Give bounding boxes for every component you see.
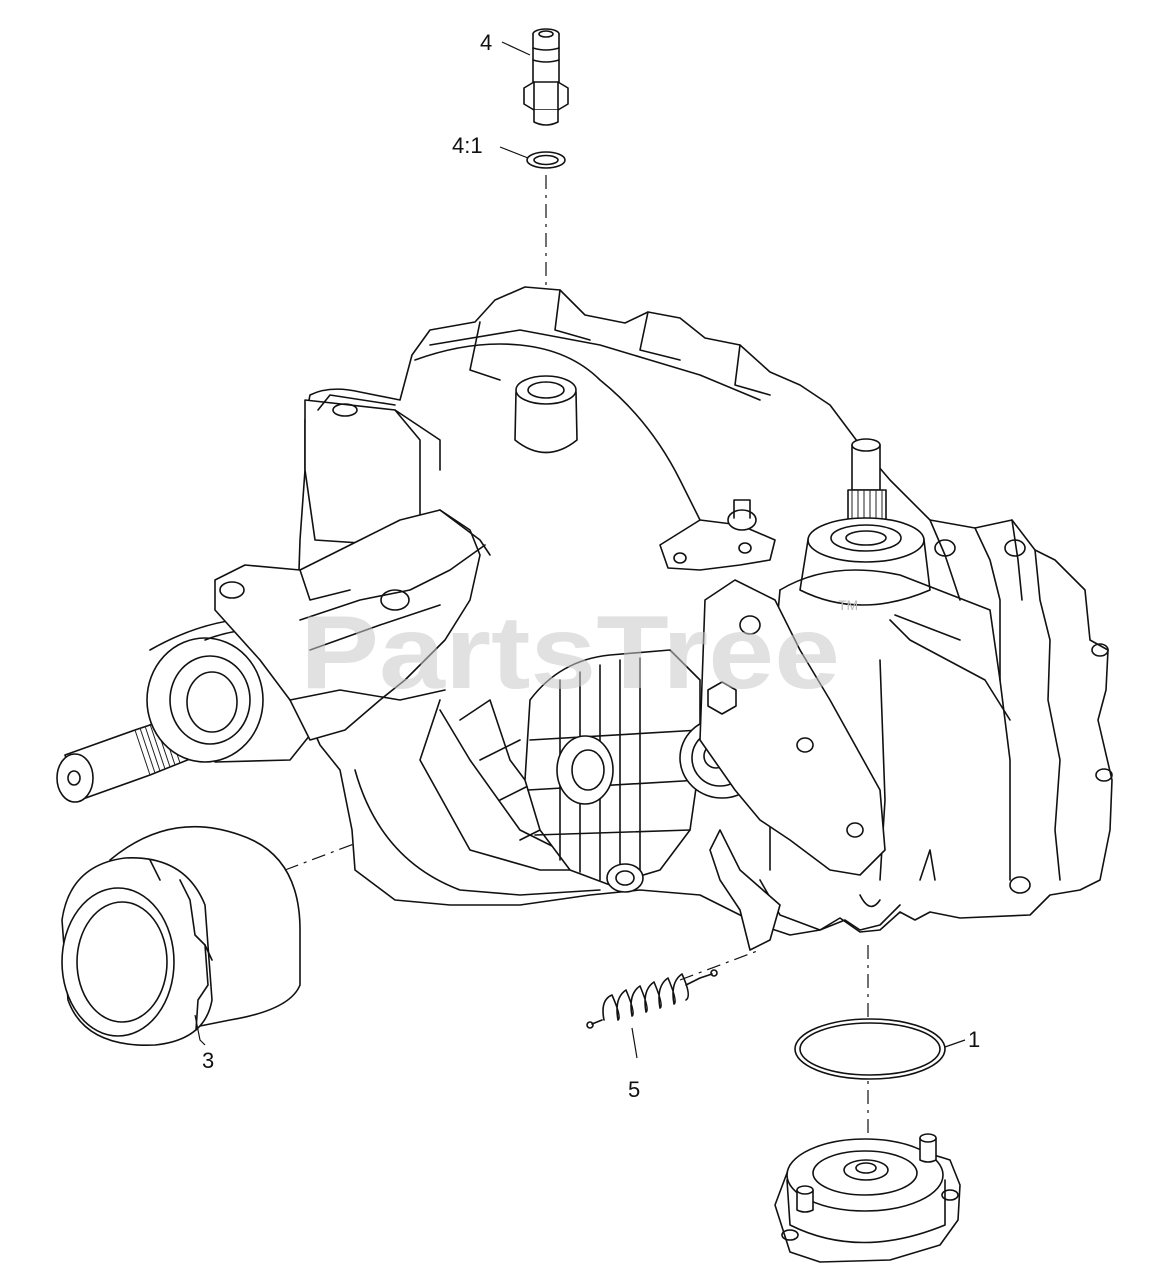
watermark-text: PartsTree <box>300 595 840 711</box>
callout-leaders <box>194 41 966 1059</box>
extension-spring <box>586 969 718 1029</box>
oil-filter <box>61 825 301 1046</box>
pump-block <box>524 438 931 951</box>
o-ring <box>794 1018 946 1080</box>
callout-1: 1 <box>968 1027 980 1052</box>
watermark: PartsTree TM <box>300 595 858 711</box>
axle-assembly <box>56 509 491 803</box>
hose-fitting <box>523 28 569 126</box>
callout-5: 5 <box>628 1077 640 1102</box>
callout-3: 3 <box>202 1048 214 1073</box>
callout-4: 4 <box>480 30 492 55</box>
washer <box>526 151 566 169</box>
callout-4-1: 4:1 <box>452 133 483 158</box>
callout-labels: 4 4:1 3 5 1 <box>202 30 980 1102</box>
watermark-trademark: TM <box>838 597 858 613</box>
filter-adapter <box>774 1133 961 1263</box>
